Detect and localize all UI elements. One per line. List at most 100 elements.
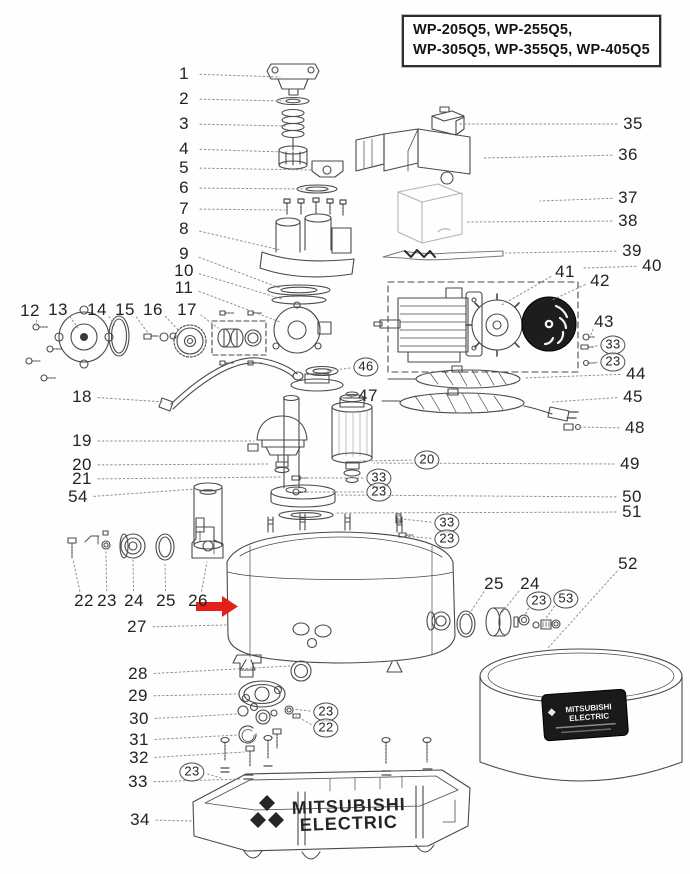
part-nut-23 — [101, 530, 111, 550]
leader-line-51 — [335, 511, 617, 514]
leader-line-23 — [207, 773, 222, 779]
red-arrow-marker — [196, 596, 238, 617]
leader-line-33 — [589, 345, 598, 348]
part-studs-mid — [291, 475, 414, 538]
part-screw-set — [283, 197, 347, 216]
leader-line-42 — [551, 284, 586, 301]
leader-line-22 — [295, 715, 312, 725]
leader-line-5 — [199, 167, 313, 171]
leader-line-2 — [199, 98, 285, 102]
part-upper-casing — [259, 213, 355, 278]
leader-line-48 — [577, 426, 620, 429]
part-volute — [272, 301, 332, 354]
part-capacitor-box — [397, 183, 463, 244]
leader-lines — [35, 73, 637, 822]
part-valve-float — [278, 145, 308, 170]
leader-line-36 — [483, 154, 613, 159]
model-title-line2: WP-305Q5, WP-355Q5, WP-405Q5 — [413, 42, 650, 59]
part-cord-coil-b — [381, 388, 579, 422]
leader-line-21 — [97, 476, 281, 480]
part-pressure-switch — [247, 415, 308, 463]
part-fitting-small — [274, 461, 290, 474]
part-pipe-column — [270, 394, 336, 521]
part-switch-box — [431, 106, 465, 136]
part-tank-cover: MITSUBISHI ELECTRIC — [479, 648, 683, 782]
leader-line-24 — [499, 590, 520, 616]
part-elbow-28 — [232, 654, 312, 682]
leader-line-29 — [153, 693, 239, 697]
part-bolts-32-33 — [220, 728, 433, 780]
leader-line-20 — [97, 463, 269, 466]
model-title-box: WP-205Q5, WP-255Q5, WP-305Q5, WP-355Q5, … — [402, 15, 661, 67]
part-fan-cover — [521, 296, 577, 352]
leader-line-44 — [523, 373, 621, 379]
leader-line-43 — [589, 328, 594, 338]
model-title-line1: WP-205Q5, WP-255Q5, — [413, 22, 573, 38]
part-ring-25 — [155, 533, 175, 561]
leader-line-7 — [199, 208, 286, 211]
leader-line-50 — [337, 494, 617, 498]
leader-line-18 — [97, 397, 166, 403]
leader-line-8 — [199, 230, 281, 251]
tank-label-line1: MITSUBISHI — [565, 702, 612, 714]
part-pin-washers — [143, 332, 177, 342]
leader-line-28 — [153, 665, 291, 674]
part-top-flange — [290, 373, 344, 392]
leader-line-45 — [551, 397, 618, 403]
leader-line-10 — [198, 273, 283, 300]
part-fan — [465, 293, 529, 357]
base-logo-line2: ELECTRIC — [299, 812, 398, 835]
leader-line-53 — [543, 605, 556, 622]
part-flat-bar — [382, 249, 504, 261]
leader-line-22 — [72, 559, 81, 592]
part-bolt-22 — [67, 535, 100, 559]
leader-line-24 — [132, 559, 135, 592]
part-small-fasteners-right — [580, 333, 596, 367]
part-air-chamber — [331, 391, 373, 484]
leader-line-4 — [199, 148, 284, 153]
part-flange-disc — [54, 305, 114, 369]
leader-line-3 — [199, 123, 287, 127]
part-fasteners-left — [25, 323, 63, 382]
leader-line-33 — [153, 778, 243, 783]
leader-line-39 — [505, 250, 617, 254]
leader-line-9 — [198, 256, 281, 289]
leader-line-23 — [292, 708, 311, 712]
part-bracket-26 — [191, 526, 224, 559]
leader-line-16 — [164, 315, 183, 335]
leader-line-32 — [154, 751, 245, 758]
leader-line-46 — [325, 367, 351, 372]
part-gear — [173, 324, 207, 358]
leader-line-34 — [155, 819, 195, 822]
leader-line-25 — [164, 561, 167, 592]
leader-line-17 — [200, 314, 219, 329]
part-seal-kit — [211, 310, 267, 366]
leader-line-23 — [105, 551, 108, 592]
part-base: MITSUBISHI ELECTRIC — [192, 769, 471, 860]
leader-line-26 — [201, 561, 208, 592]
base-logo-line1: MITSUBISHI — [291, 794, 406, 818]
part-hose — [158, 357, 304, 412]
part-cord-coil-a — [387, 365, 521, 389]
leader-line-37 — [539, 197, 613, 202]
leader-line-11 — [198, 290, 281, 323]
part-cover-assembly — [355, 128, 471, 185]
part-seals-30 — [237, 702, 301, 725]
part-gasket-flat — [296, 184, 338, 194]
part-spring — [281, 108, 305, 151]
leader-line-40 — [583, 265, 637, 269]
leader-line-12 — [35, 319, 38, 328]
leader-line-47 — [341, 396, 353, 399]
part-right-seal-cluster — [456, 607, 561, 638]
leader-line-1 — [199, 73, 281, 78]
motor-dashed-box — [387, 281, 579, 373]
leader-line-52 — [547, 570, 618, 649]
leader-line-30 — [154, 713, 238, 719]
part-clamp — [563, 423, 582, 431]
part-spout-pipe — [193, 482, 223, 550]
leader-line-27 — [152, 624, 227, 628]
leader-line-15 — [135, 316, 149, 334]
leader-line-31 — [154, 734, 238, 740]
